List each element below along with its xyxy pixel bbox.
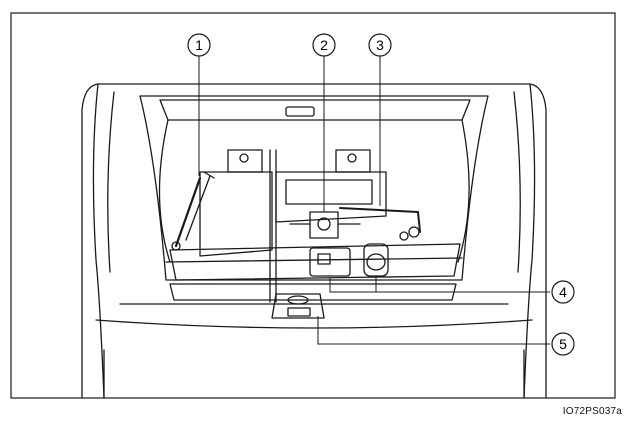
leader-4	[329, 278, 550, 293]
deck-floor	[169, 243, 461, 281]
callout-5: 5	[551, 332, 575, 356]
callout-number: 2	[320, 37, 328, 53]
left-pillar	[92, 83, 105, 399]
leader-lines	[198, 56, 550, 345]
compressor	[309, 247, 351, 277]
right-pillar	[523, 83, 536, 399]
callout-2: 2	[312, 33, 336, 57]
left-headrest	[227, 149, 263, 173]
leader-5	[317, 316, 550, 345]
bumper-holder	[271, 293, 325, 319]
jack	[309, 211, 339, 239]
callout-number: 4	[559, 284, 567, 300]
trunk-opening	[139, 95, 489, 281]
callout-3: 3	[368, 33, 392, 57]
tow-eyelet	[339, 207, 421, 233]
jack-handle	[174, 176, 202, 248]
callout-4: 4	[551, 280, 575, 304]
callout-number: 1	[195, 37, 203, 53]
figure-frame	[10, 12, 616, 399]
right-headrest	[335, 149, 371, 173]
callout-number: 5	[559, 336, 567, 352]
rear-light	[285, 106, 315, 117]
car-illustration	[81, 83, 547, 399]
car-body-outline	[81, 83, 547, 399]
callout-1: 1	[187, 33, 211, 57]
figure-code: IO72PS037a	[562, 406, 622, 417]
callout-number: 3	[376, 37, 384, 53]
